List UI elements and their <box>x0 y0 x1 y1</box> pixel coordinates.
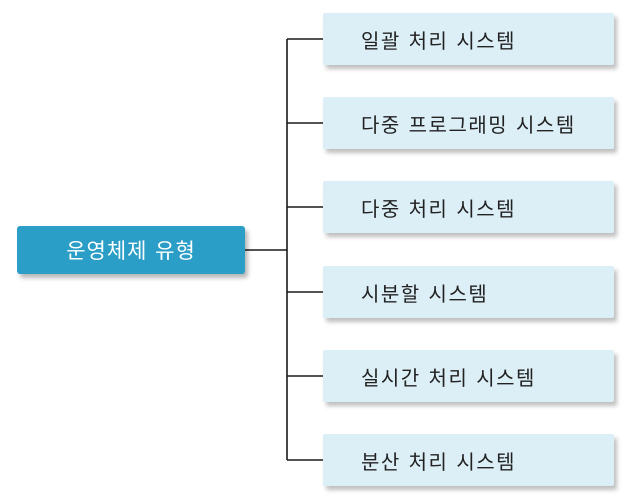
child-node-label: 분산 처리 시스템 <box>361 449 517 474</box>
child-node-multiprocessing: 다중 처리 시스템 <box>323 181 614 233</box>
child-node-label: 일괄 처리 시스템 <box>361 28 517 53</box>
root-node-label: 운영체제 유형 <box>66 239 196 263</box>
child-node-label: 다중 처리 시스템 <box>361 196 517 221</box>
child-node-label: 실시간 처리 시스템 <box>361 365 536 390</box>
child-node-time-sharing: 시분할 시스템 <box>323 266 614 318</box>
child-node-label: 시분할 시스템 <box>361 281 489 306</box>
child-node-label: 다중 프로그래밍 시스템 <box>361 112 576 137</box>
child-node-real-time: 실시간 처리 시스템 <box>323 350 614 402</box>
child-node-distributed: 분산 처리 시스템 <box>323 434 614 486</box>
root-node: 운영체제 유형 <box>17 226 245 274</box>
child-node-batch: 일괄 처리 시스템 <box>323 13 614 65</box>
child-node-multiprogramming: 다중 프로그래밍 시스템 <box>323 97 614 149</box>
